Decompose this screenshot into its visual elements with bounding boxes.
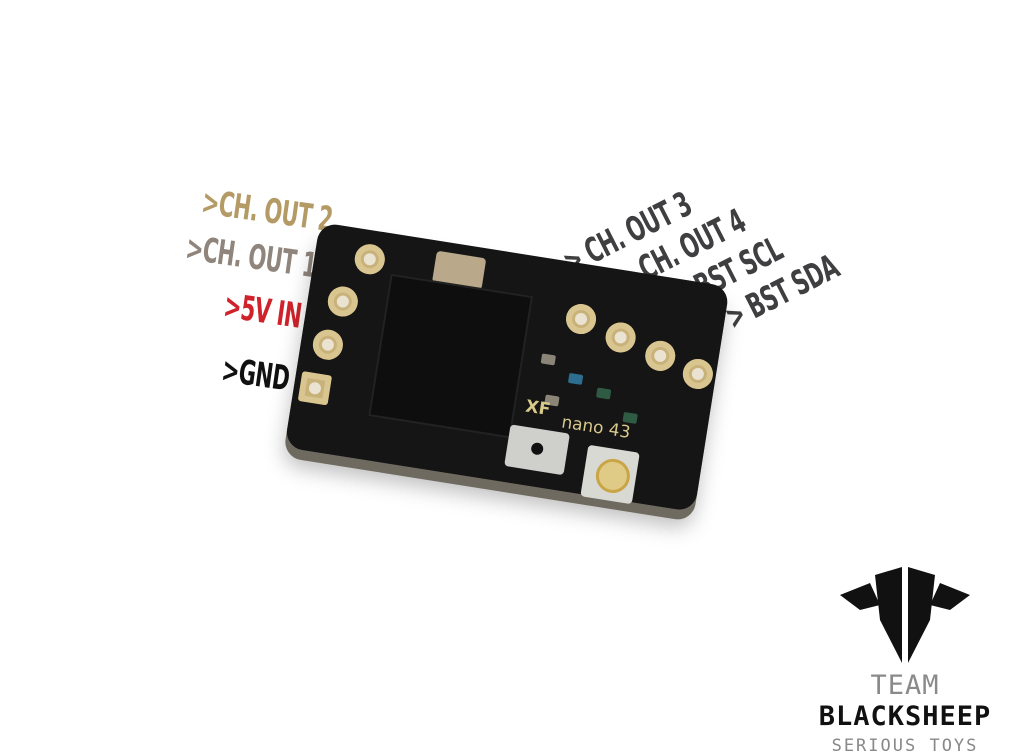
pad-ch-out-2	[352, 242, 387, 277]
silkscreen-brand: XF	[524, 396, 552, 421]
left-label-gnd: >GND	[219, 350, 292, 400]
left-label-ch-out-2: >CH. OUT 2	[199, 182, 335, 241]
smd-component	[595, 387, 612, 400]
pad-ch-out-3	[563, 301, 599, 337]
silkscreen-model: nano 43	[560, 412, 632, 444]
pad-bst-scl	[643, 338, 678, 374]
pad-ch-out-4	[603, 320, 638, 355]
logo-tagline: SERIOUS TOYS	[831, 736, 979, 756]
left-label-5v-in: >5V IN	[221, 286, 304, 337]
ufl-antenna-connector	[580, 444, 640, 505]
smd-component	[567, 372, 584, 385]
team-blacksheep-logo: TEAM BLACKSHEEP SERIOUS TOYS	[790, 565, 1020, 756]
pad-gnd	[297, 371, 333, 406]
bind-button	[504, 424, 570, 476]
main-chip	[368, 273, 534, 439]
smd-component	[540, 353, 557, 366]
pad-ch-out-1	[325, 284, 360, 319]
pad-5v-in	[310, 327, 346, 362]
logo-wordmark: TEAM BLACKSHEEP	[818, 670, 992, 732]
pad-bst-sda	[680, 356, 716, 392]
left-label-ch-out-1: >CH. OUT 1	[183, 228, 319, 287]
sheep-head-icon	[840, 567, 970, 663]
